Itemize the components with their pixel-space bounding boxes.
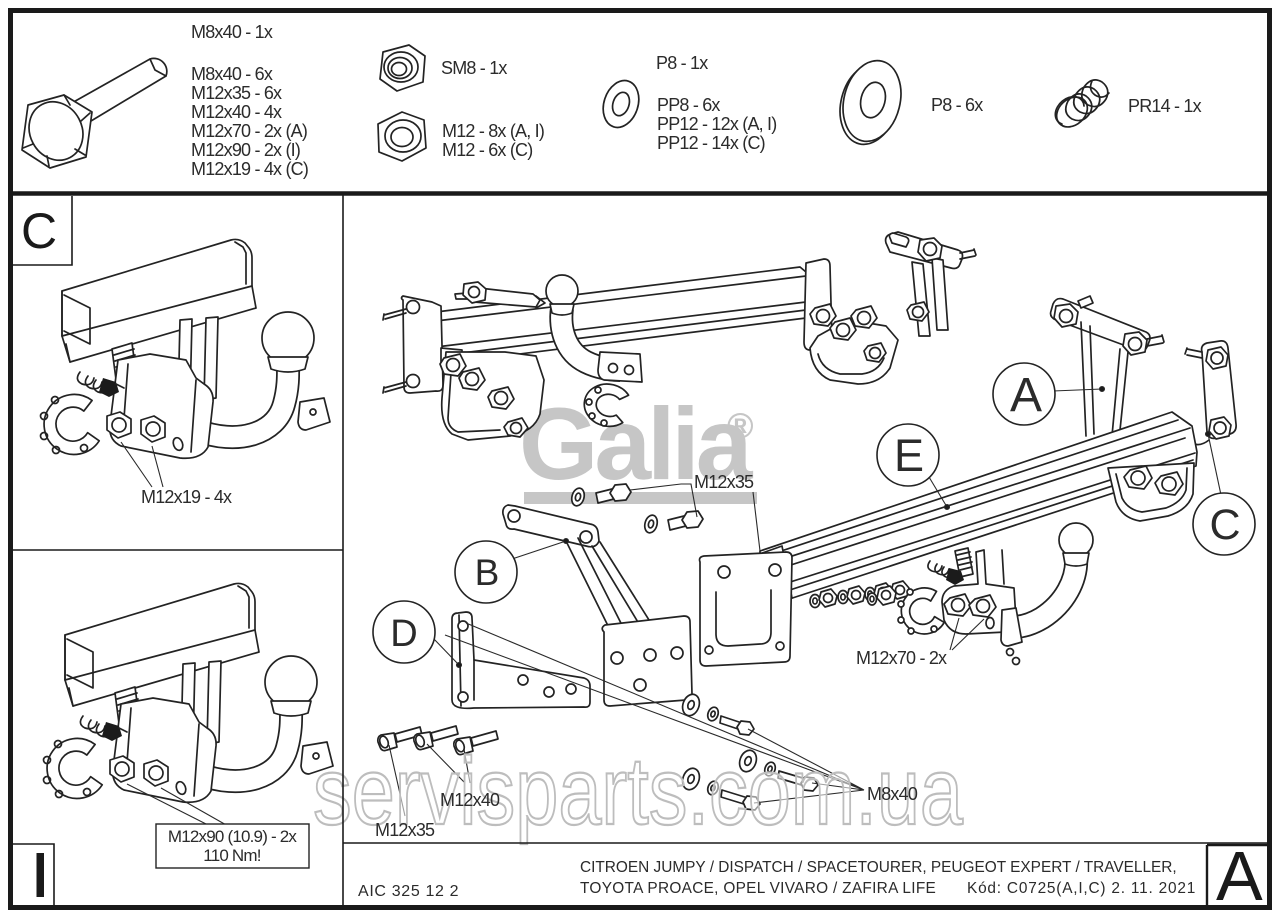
svg-text:D: D <box>390 613 417 655</box>
svg-text:M12x19 - 4x: M12x19 - 4x <box>141 487 232 507</box>
svg-text:PP8 - 6x: PP8 - 6x <box>657 95 720 115</box>
svg-text:M12x35: M12x35 <box>375 820 435 840</box>
svg-text:M12x70 - 2x: M12x70 - 2x <box>856 648 947 668</box>
svg-text:M12x40: M12x40 <box>440 790 500 810</box>
svg-text:P8 - 6x: P8 - 6x <box>931 95 983 115</box>
svg-text:M12x35: M12x35 <box>694 472 754 492</box>
svg-text:TOYOTA PROACE, OPEL VIVARO / Z: TOYOTA PROACE, OPEL VIVARO / ZAFIRA LIFE <box>580 880 936 897</box>
svg-text:®: ® <box>727 405 754 446</box>
svg-text:E: E <box>894 430 924 481</box>
svg-text:M12x35 - 6x: M12x35 - 6x <box>191 83 282 103</box>
svg-text:PP12 - 14x (C): PP12 - 14x (C) <box>657 133 765 153</box>
svg-text:SM8 - 1x: SM8 - 1x <box>441 58 507 78</box>
svg-text:servisparts.com.ua: servisparts.com.ua <box>313 738 963 845</box>
svg-text:M12x19 - 4x (C): M12x19 - 4x (C) <box>191 159 308 179</box>
svg-text:M12x40 - 4x: M12x40 - 4x <box>191 102 282 122</box>
svg-text:M12x90 - 2x (I): M12x90 - 2x (I) <box>191 140 300 160</box>
svg-text:Kód: C0725(A,I,C) 2. 11. 2021: Kód: C0725(A,I,C) 2. 11. 2021 <box>967 880 1196 897</box>
svg-text:Galia: Galia <box>519 387 754 501</box>
svg-text:B: B <box>475 552 500 593</box>
svg-text:M8x40 - 1x: M8x40 - 1x <box>191 22 273 42</box>
svg-text:M12 - 6x (C): M12 - 6x (C) <box>442 140 532 160</box>
svg-text:AIC 325 12 2: AIC 325 12 2 <box>358 883 459 900</box>
svg-text:M12x70 - 2x (A): M12x70 - 2x (A) <box>191 121 307 141</box>
svg-text:A: A <box>1216 837 1263 915</box>
svg-text:M12 - 8x (A, I): M12 - 8x (A, I) <box>442 121 544 141</box>
svg-text:CITROEN JUMPY / DISPATCH / SPA: CITROEN JUMPY / DISPATCH / SPACETOURER, … <box>580 859 1177 876</box>
svg-text:PR14 - 1x: PR14 - 1x <box>1128 96 1202 116</box>
svg-text:110 Nm!: 110 Nm! <box>203 846 260 865</box>
svg-text:C: C <box>21 203 57 259</box>
svg-text:M12x90 (10.9) - 2x: M12x90 (10.9) - 2x <box>168 827 298 846</box>
svg-text:A: A <box>1010 369 1042 422</box>
svg-text:C: C <box>1209 501 1240 549</box>
svg-text:M8x40: M8x40 <box>867 784 918 804</box>
svg-text:M8x40 - 6x: M8x40 - 6x <box>191 64 273 84</box>
svg-text:PP12 - 12x (A, I): PP12 - 12x (A, I) <box>657 114 776 134</box>
svg-text:P8 - 1x: P8 - 1x <box>656 53 708 73</box>
